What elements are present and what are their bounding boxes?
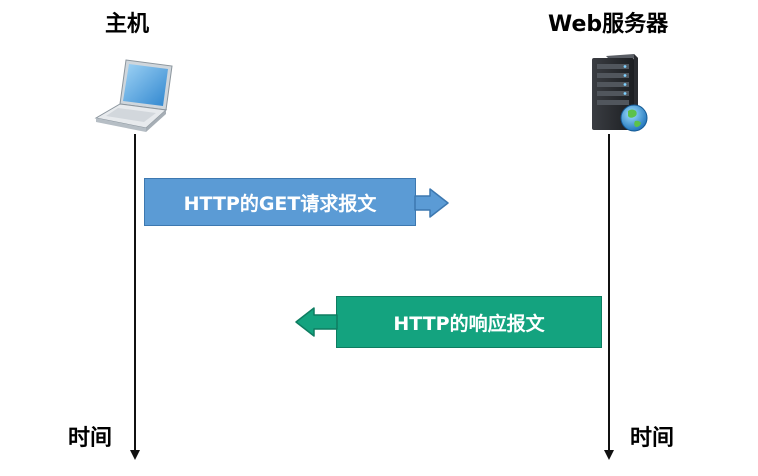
host-title: 主机 (105, 12, 150, 37)
host-time-label: 时间 (68, 426, 113, 451)
host-timeline (134, 134, 136, 452)
laptop-icon (94, 59, 173, 132)
server-globe-icon (592, 54, 648, 132)
request-message: HTTP的GET请求报文 (144, 178, 416, 226)
server-time-label: 时间 (630, 426, 675, 451)
server-timeline (608, 134, 610, 452)
response-arrow-icon (295, 307, 338, 337)
response-message: HTTP的响应报文 (336, 296, 602, 348)
server-timeline-arrowhead (604, 450, 614, 460)
host-timeline-arrowhead (130, 450, 140, 460)
server-title: Web服务器 (548, 12, 669, 37)
request-arrow-icon (414, 188, 449, 218)
